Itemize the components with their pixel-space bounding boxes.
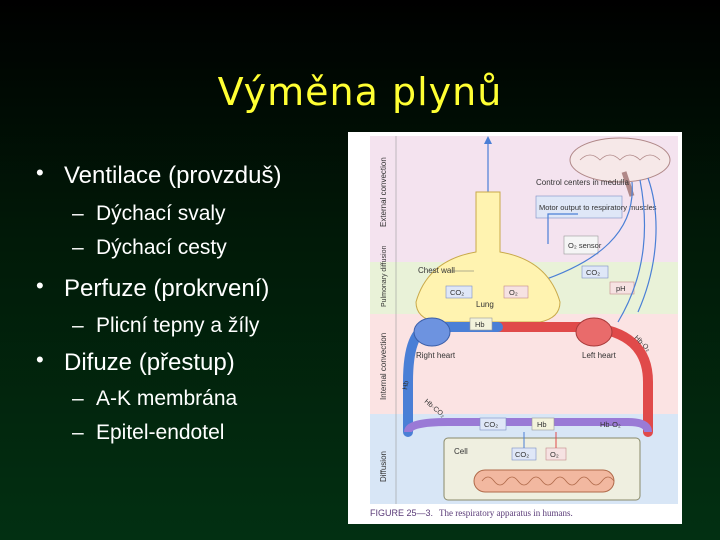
hb-top-box bbox=[469, 317, 493, 331]
bullet-text: Perfuze (prokrvení) bbox=[64, 275, 270, 302]
sub-bullet-text: Dýchací svaly bbox=[96, 202, 226, 225]
label-chest-wall: Chest wall bbox=[418, 266, 455, 275]
arrow-head bbox=[484, 136, 492, 144]
label-cell: Cell bbox=[454, 447, 468, 456]
co2-lung-box bbox=[445, 285, 473, 299]
sub-bullet-text: A-K membrána bbox=[96, 387, 238, 410]
dash-marker: – bbox=[72, 202, 84, 225]
band-label-diffusion: Diffusion bbox=[379, 451, 388, 482]
right-heart bbox=[413, 317, 451, 347]
slide-title: Výměna plynů bbox=[217, 70, 503, 114]
motor-output-box bbox=[535, 195, 623, 219]
label-right-heart: Right heart bbox=[416, 351, 456, 360]
band-label-pulmonary: Pulmonary diffusion bbox=[381, 246, 388, 307]
dash-marker: – bbox=[72, 387, 84, 410]
label-left-heart: Left heart bbox=[582, 351, 617, 360]
brainstem bbox=[621, 171, 635, 197]
control-arrow bbox=[537, 181, 633, 283]
label-co2-sensor: CO₂ bbox=[586, 268, 600, 277]
label-hb-left: Hb bbox=[402, 380, 410, 390]
label-co2-tissue: CO₂ bbox=[484, 420, 498, 429]
label-control-centers: Control centers in medulla bbox=[536, 178, 629, 187]
bullet-marker: • bbox=[36, 160, 44, 185]
o2-sensor-box bbox=[563, 235, 599, 255]
figure-caption: FIGURE 25—3. The respiratory apparatus in… bbox=[370, 508, 573, 518]
control-arrow bbox=[617, 179, 646, 323]
label-o2-cell: O₂ bbox=[550, 450, 559, 459]
label-ph-sensor: pH bbox=[616, 284, 626, 293]
diagram-svg: External convection Pulmonary diffusion … bbox=[370, 136, 678, 504]
bullet-text: Ventilace (provzduš) bbox=[64, 162, 282, 189]
co2-sensor-box bbox=[581, 265, 609, 279]
label-hb-o2-bottom: Hb·O₂ bbox=[600, 420, 621, 429]
label-hb-top: Hb bbox=[475, 320, 485, 329]
o2-lung-box bbox=[503, 285, 529, 299]
left-heart bbox=[575, 317, 613, 347]
label-o2-sensor: O₂ sensor bbox=[568, 241, 602, 250]
hb-bottom-box bbox=[531, 417, 555, 431]
caption-label: FIGURE 25—3. bbox=[370, 508, 434, 518]
mitochondrion bbox=[473, 469, 615, 493]
label-hb-bottom: Hb bbox=[537, 420, 547, 429]
mitochondrion-cristae bbox=[481, 476, 615, 486]
bullet-text: Difuze (přestup) bbox=[64, 349, 235, 376]
label-lung: Lung bbox=[476, 300, 494, 309]
band-label-external: External convection bbox=[379, 157, 388, 227]
sub-bullet-text: Epitel-endotel bbox=[96, 421, 225, 444]
bullet-marker: • bbox=[36, 347, 44, 372]
control-arrow bbox=[637, 177, 657, 313]
control-arrow bbox=[547, 213, 578, 244]
dash-marker: – bbox=[72, 236, 84, 259]
co2-tissue-box bbox=[479, 417, 507, 431]
caption-text: The respiratory apparatus in humans. bbox=[439, 508, 573, 518]
label-co2-lung: CO₂ bbox=[450, 288, 464, 297]
label-motor-output: Motor output to respiratory muscles bbox=[539, 203, 657, 212]
bullet-marker: • bbox=[36, 273, 44, 298]
band-label-internal: Internal convection bbox=[379, 333, 388, 400]
dash-marker: – bbox=[72, 314, 84, 337]
sub-bullet-text: Dýchací cesty bbox=[96, 236, 227, 259]
brain-folds bbox=[579, 154, 661, 161]
dash-marker: – bbox=[72, 421, 84, 444]
label-o2-lung: O₂ bbox=[509, 288, 518, 297]
respiratory-diagram: External convection Pulmonary diffusion … bbox=[348, 132, 682, 524]
sub-bullet-text: Plicní tepny a žíly bbox=[96, 314, 260, 337]
label-co2-cell: CO₂ bbox=[515, 450, 529, 459]
